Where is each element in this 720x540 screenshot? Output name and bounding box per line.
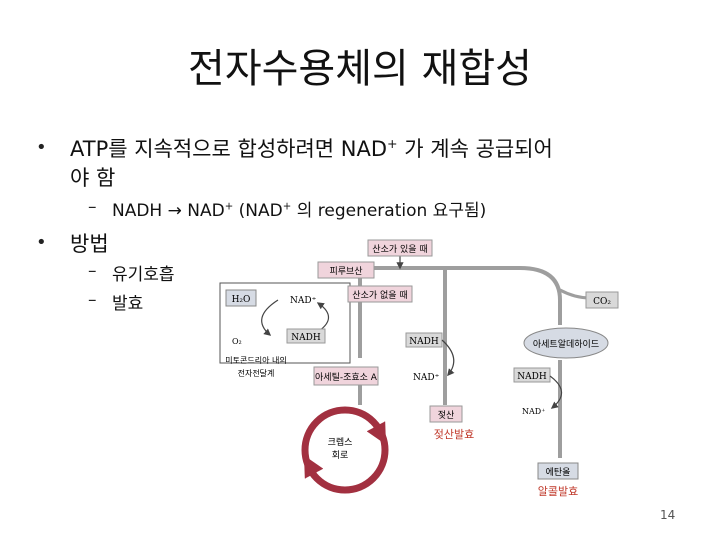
acetaldehyde-box [523,327,609,359]
o2-absent-box [347,285,413,303]
nadh-left-box [286,328,326,344]
nad-top-label: NAD⁺ [290,296,317,306]
bullet-atp-text: ATP를 지속적으로 합성하려면 NAD [70,137,388,161]
krebs-label-line1: 크렙스 [328,436,353,448]
alcohol-fermentation-label: 알콜발효 [538,484,578,498]
acetyl-coa-label: 아세틸-조효소 A [315,372,378,383]
h2o-box [225,289,257,307]
sub-bullet-marker: – [88,290,97,310]
ethanol-box [537,462,579,480]
etc-box [219,282,351,364]
co2-label: CO₂ [593,297,611,307]
etc-label-line1: 미토콘드리아 내의 [225,355,286,365]
bullet-atp-line2: 야 함 [70,166,116,190]
krebs-cycle-ring [301,406,389,494]
sub-bullet-part-a: NADH → NAD [112,201,225,221]
co2-box [585,291,619,309]
sub-bullet-marker: – [88,197,97,217]
nadh-right-box [513,367,551,383]
lactate-box [429,405,463,423]
pyruvate-box [317,261,375,279]
page-title: 전자수용체의 재합성 [188,46,532,92]
nad-right-label: NAD⁺ [522,407,545,416]
lactate-label: 젖산 [438,409,455,421]
bullet-atp-text-after: 가 계속 공급되어 [397,137,553,161]
acetyl-coa-box [313,366,379,386]
o2-label: O₂ [232,337,242,346]
method-aerobic: 유기호흡 [112,265,175,285]
ethanol-label: 에탄올 [546,467,571,478]
o2-present-label: 산소가 있을 때 [372,243,427,255]
h2o-label: H₂O [232,295,251,305]
sub-bullet-nadh: NADH → NAD+ (NAD+ 의 regeneration 요구됨) [112,196,486,221]
bullet-marker: • [36,137,47,158]
o2-absent-label: 산소가 없을 때 [352,290,407,301]
pyruvate-label: 피루브산 [329,266,362,277]
page-number: 14 [660,508,676,522]
nadh-mid-label: NADH [409,337,439,347]
nadh-left-label: NADH [291,333,321,343]
superscript-plus: + [387,136,398,151]
lactic-fermentation-label: 젖산발효 [434,428,474,441]
sub-bullet-part-b: (NAD [233,201,283,221]
nad-mid-label: NAD⁺ [413,373,440,383]
superscript-plus: + [282,201,292,213]
etc-label-line2: 전자전달계 [238,368,275,378]
o2-present-box [367,239,433,257]
bullet-atp-line1: ATP를 지속적으로 합성하려면 NAD+ 가 계속 공급되어 [70,133,553,163]
method-fermentation: 발효 [112,294,144,314]
path-to-acetaldehyde [445,266,562,325]
superscript-plus: + [224,201,234,213]
acetaldehyde-label: 아세트알데하이드 [533,339,599,350]
sub-bullet-part-c: 의 regeneration 요구됨) [291,201,487,221]
nadh-right-label: NADH [517,372,547,382]
bullet-method: 방법 [70,232,109,256]
sub-bullet-marker: – [88,261,97,281]
bullet-marker: • [36,232,47,253]
krebs-label-line2: 회로 [332,450,349,461]
